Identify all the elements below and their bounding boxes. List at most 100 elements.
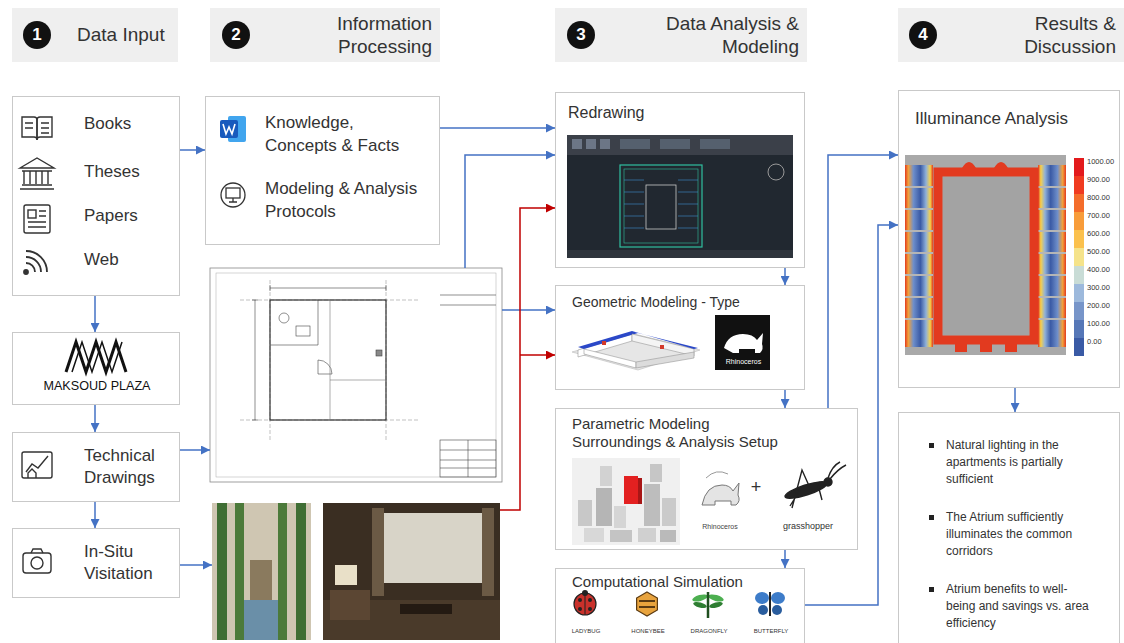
building-model — [584, 349, 636, 368]
cad-screenshot — [620, 139, 650, 149]
scale-value: 500.00 — [1087, 247, 1110, 256]
building-model — [636, 352, 694, 368]
cad-screenshot — [600, 139, 610, 149]
cad-screenshot — [567, 135, 793, 258]
illuminance-map — [955, 343, 967, 352]
atrium-photo — [278, 503, 287, 640]
illuminance-map — [905, 155, 1066, 355]
city-model — [638, 528, 656, 542]
flow-line — [465, 155, 555, 268]
scale-value: 600.00 — [1087, 229, 1110, 238]
plugin-name: HONEYBEE — [620, 628, 676, 635]
flow-line — [180, 155, 555, 565]
rhino-logo — [715, 315, 770, 370]
atrium-photo — [212, 503, 311, 640]
city-model — [610, 530, 632, 542]
ladybug-icon — [574, 593, 596, 615]
plugin-name: LADYBUG — [558, 628, 614, 635]
atrium-photo — [244, 600, 278, 640]
city-model — [624, 476, 638, 504]
color-swatch — [1074, 230, 1084, 248]
plugin-name: BUTTERFLY — [743, 628, 799, 635]
word-icon — [220, 116, 246, 142]
step-title: Data Analysis & Modeling — [617, 12, 799, 58]
honeybee-icon — [637, 592, 658, 616]
institution-icon — [20, 158, 54, 189]
technical-drawing — [210, 268, 502, 482]
technical-drawing — [270, 300, 386, 420]
building-model — [578, 331, 638, 349]
atrium-photo — [296, 503, 306, 640]
camera-icon — [23, 549, 51, 573]
city-model — [584, 528, 604, 542]
logo-text: grasshopper — [766, 521, 850, 532]
result-box: Illuminance Analysis — [898, 90, 1120, 388]
cad-screenshot — [660, 139, 690, 149]
logo-text: Rhinoceros — [716, 358, 771, 366]
dragonfly-icon — [691, 592, 724, 618]
butterfly-icon — [772, 605, 782, 615]
color-swatch — [1074, 338, 1084, 356]
apartment-photo — [330, 590, 370, 620]
grasshopper-logo — [790, 470, 822, 508]
illuminance-map — [905, 155, 1066, 355]
case-study-name: MAKSOUD PLAZA — [13, 379, 181, 394]
step-number: 3 — [567, 21, 595, 49]
flow-arrow — [440, 127, 555, 129]
paper-icon — [24, 205, 50, 233]
flow-arrow — [784, 390, 786, 408]
camera-icon — [23, 553, 51, 573]
ladybug-icon — [578, 607, 582, 611]
plus-sign: + — [746, 477, 766, 499]
step-title: Data Input — [77, 24, 165, 47]
source-name: Books — [84, 114, 131, 134]
city-model — [600, 466, 612, 486]
input-label: In-Situ Visitation — [84, 541, 176, 585]
apartment-photo — [323, 503, 500, 640]
drawing-icon — [28, 469, 36, 478]
honeybee-icon — [639, 601, 655, 607]
institution-icon — [20, 171, 54, 189]
protocol-icon — [229, 198, 237, 202]
plugin-name: DRAGONFLY — [681, 628, 737, 635]
cad-screenshot — [567, 135, 793, 258]
protocol-icon — [221, 183, 245, 207]
city-model — [662, 498, 676, 526]
process-title: Redrawing — [568, 103, 644, 122]
step-header: 4 Results & Discussion — [898, 8, 1124, 62]
illuminance-map — [962, 162, 1008, 168]
step-header: 2Information Processing — [210, 8, 440, 62]
color-swatch — [1074, 158, 1084, 176]
paper-icon — [28, 210, 36, 218]
flow-arrow — [828, 155, 898, 408]
building-model — [572, 334, 700, 370]
step-header: 1 Data Input — [12, 8, 178, 62]
flow-line — [180, 564, 212, 566]
camera-icon — [31, 557, 43, 569]
finding-text: Natural lighting in the apartments is pa… — [946, 437, 1094, 488]
cad-screenshot — [620, 165, 702, 247]
scale-value: 900.00 — [1087, 175, 1110, 184]
butterfly-icon — [755, 592, 785, 616]
step-number: 4 — [909, 21, 937, 49]
process-box: Redrawing — [555, 92, 805, 268]
web-icon — [26, 257, 41, 272]
technical-drawing — [330, 300, 386, 420]
step-number: 1 — [23, 21, 51, 49]
scale-value: 200.00 — [1087, 301, 1110, 310]
case-study-box: MAKSOUD PLAZA — [12, 332, 180, 405]
scale-entry: 0.00 — [1074, 338, 1120, 356]
technical-drawing — [216, 273, 496, 477]
illuminance-map — [938, 172, 1034, 340]
step-title: Results & Discussion — [956, 12, 1116, 58]
city-model — [638, 478, 642, 504]
flow-line — [500, 208, 555, 510]
ladybug-icon — [585, 594, 586, 615]
process-title: Parametric Modeling Surroundings & Analy… — [572, 415, 787, 451]
protocol-icon — [221, 183, 245, 207]
flow-arrow — [1014, 388, 1016, 412]
technical-drawing — [279, 313, 289, 323]
word-icon — [220, 120, 238, 138]
color-swatch — [1074, 248, 1084, 266]
